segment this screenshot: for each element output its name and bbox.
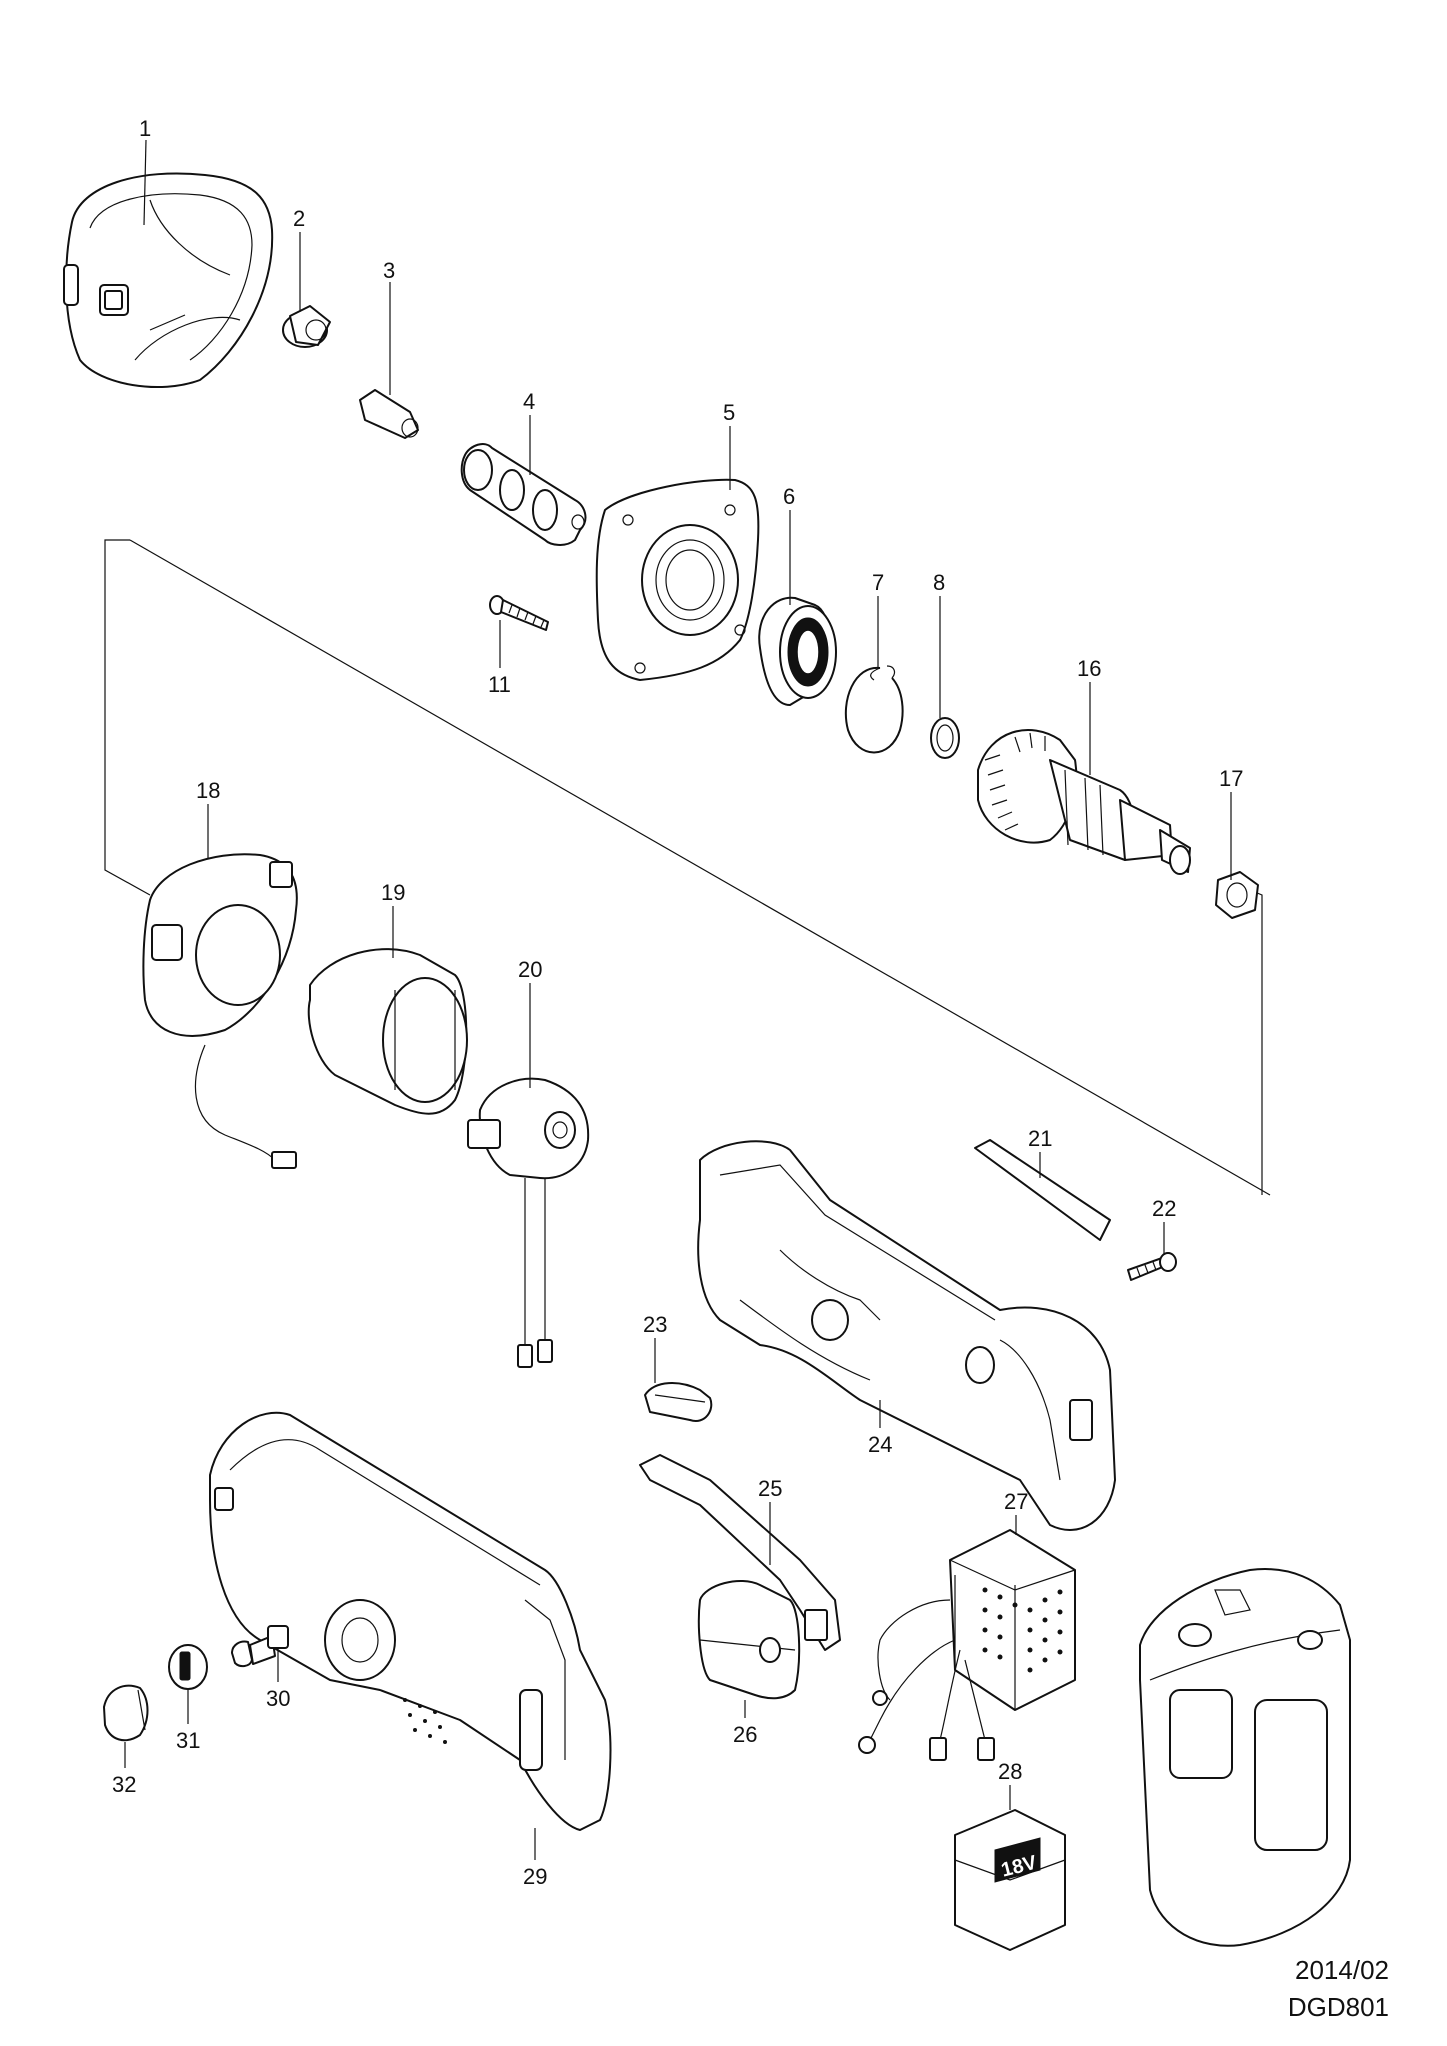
label-part-3: 3 bbox=[383, 258, 395, 283]
label-part-22: 22 bbox=[1152, 1196, 1176, 1221]
label-part-25: 25 bbox=[758, 1476, 782, 1501]
part-26-switch bbox=[697, 1580, 801, 1700]
model-number: DGD801 bbox=[1287, 1992, 1389, 2022]
label-part-32: 32 bbox=[112, 1772, 136, 1797]
label-part-21: 21 bbox=[1028, 1126, 1052, 1151]
label-part-29: 29 bbox=[523, 1864, 547, 1889]
part-31-cap bbox=[168, 1644, 208, 1690]
part-1-front-cover bbox=[63, 172, 274, 389]
label-part-7: 7 bbox=[872, 570, 884, 595]
part-25-switch-rod bbox=[639, 1454, 841, 1651]
part-16-armature bbox=[977, 729, 1191, 875]
label-part-19: 19 bbox=[381, 880, 405, 905]
part-4-spindle bbox=[460, 443, 587, 546]
part-24-housing-right bbox=[697, 1140, 1116, 1531]
part-27-controller bbox=[858, 1529, 1076, 1761]
label-part-5: 5 bbox=[723, 400, 735, 425]
part-2-collet-nut bbox=[282, 305, 331, 348]
part-5-bearing-box bbox=[595, 478, 760, 681]
part-30-brush-holder-screw bbox=[231, 1625, 289, 1668]
label-part-26: 26 bbox=[733, 1722, 757, 1747]
part-20-brush-holder bbox=[467, 1077, 590, 1368]
label-part-18: 18 bbox=[196, 778, 220, 803]
label-part-2: 2 bbox=[293, 206, 305, 231]
label-part-31: 31 bbox=[176, 1728, 200, 1753]
part-6-ball-bearing bbox=[758, 596, 837, 706]
part-32-cap bbox=[103, 1684, 149, 1742]
leader-lines bbox=[124, 139, 1232, 1860]
part-29-housing-left bbox=[209, 1411, 612, 1831]
revision-date: 2014/02 bbox=[1295, 1955, 1389, 1985]
part-number-labels: 1 2 3 4 5 6 7 8 11 16 17 18 19 20 21 22 … bbox=[112, 116, 1243, 1889]
part-18-stator-ring bbox=[142, 853, 298, 1169]
part-19-field-sleeve bbox=[307, 948, 468, 1115]
label-part-11: 11 bbox=[488, 672, 511, 697]
label-part-20: 20 bbox=[518, 957, 542, 982]
label-part-6: 6 bbox=[783, 484, 795, 509]
battery-pack bbox=[1139, 1568, 1351, 1947]
part-11-screw bbox=[489, 595, 549, 631]
label-part-17: 17 bbox=[1219, 766, 1243, 791]
label-part-1: 1 bbox=[139, 116, 151, 141]
label-part-8: 8 bbox=[933, 570, 945, 595]
part-21-label bbox=[974, 1139, 1111, 1241]
part-23-switch-lever bbox=[644, 1382, 713, 1422]
label-part-27: 27 bbox=[1004, 1489, 1028, 1514]
part-8-small-ring bbox=[930, 717, 960, 759]
part-22-screw bbox=[1127, 1252, 1177, 1281]
label-part-16: 16 bbox=[1077, 656, 1101, 681]
label-part-23: 23 bbox=[643, 1312, 667, 1337]
label-part-30: 30 bbox=[266, 1686, 290, 1711]
label-part-28: 28 bbox=[998, 1759, 1022, 1784]
part-3-collet-cone bbox=[359, 389, 419, 439]
part-7-retaining-ring bbox=[844, 665, 904, 754]
label-part-4: 4 bbox=[523, 389, 535, 414]
part-28-terminal: 18V bbox=[954, 1809, 1066, 1951]
label-part-24: 24 bbox=[868, 1432, 892, 1457]
part-17-nut bbox=[1215, 871, 1259, 919]
